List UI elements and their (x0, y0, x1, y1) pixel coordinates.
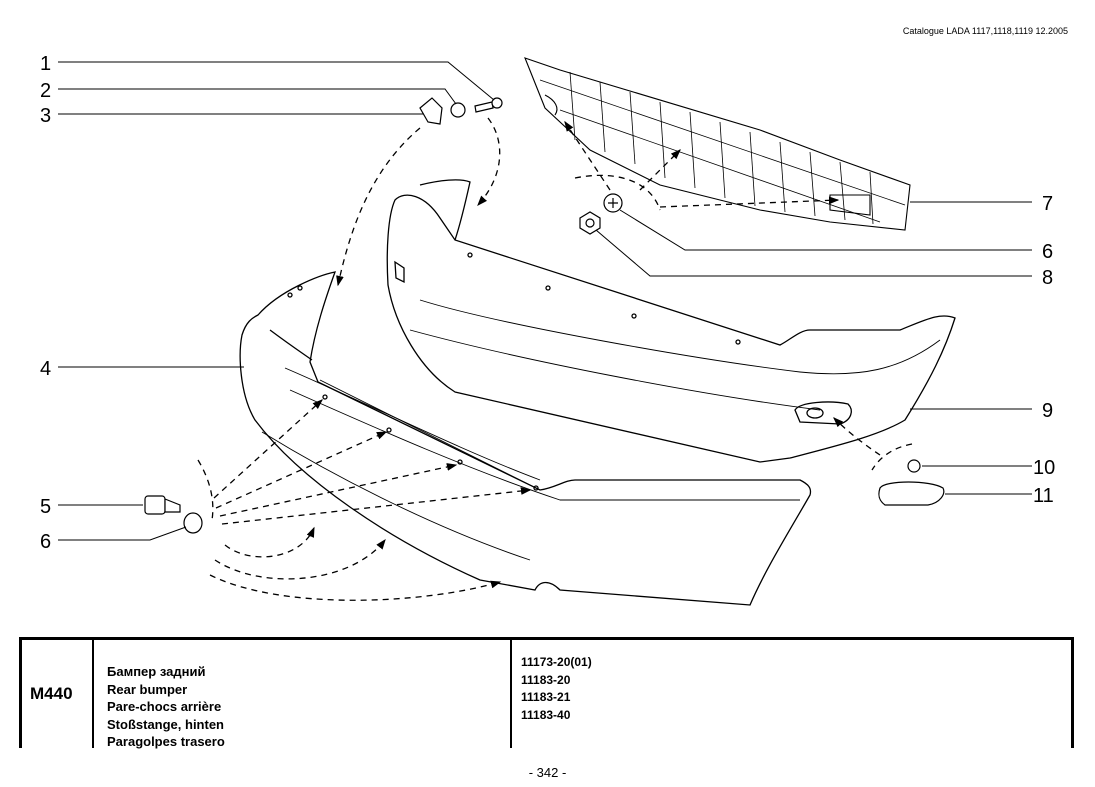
part-name-ru: Бампер задний (107, 664, 206, 679)
callout-10: 10 (1033, 457, 1055, 479)
callout-11: 11 (1033, 485, 1054, 507)
callout-6-bolt-washer: 6 (40, 531, 51, 553)
assembly-arrows (197, 117, 913, 601)
callout-2: 2 (40, 80, 51, 102)
rear-bumper-upper-drawing (386, 179, 956, 463)
callout-3: 3 (40, 105, 51, 127)
rear-bumper-lower-drawing (239, 271, 812, 606)
callout-8: 8 (1042, 267, 1053, 289)
page-number: - 342 - (528, 765, 567, 780)
part-name-en: Rear bumper (107, 681, 188, 697)
leader-lines (58, 61, 1032, 541)
bumper-absorber-drawing (524, 57, 911, 231)
illustration-code: M440 (30, 684, 73, 703)
part-names: Бампер задний Rear bumper Pare-chocs arr… (107, 663, 225, 751)
part-numbers: 11173-20(01) 11183-20 11183-21 11183-40 (521, 654, 592, 724)
callout-9: 9 (1042, 400, 1053, 422)
part-name-de: Stoßstange, hinten (107, 716, 224, 732)
callout-5: 5 (40, 496, 51, 518)
exploded-diagram: 1 2 3 4 5 6 7 6 8 9 10 11 (40, 53, 1055, 606)
part-name-fr: Pare-chocs arrière (107, 699, 222, 714)
callout-1: 1 (40, 53, 51, 75)
part-name-es: Paragolpes trasero (107, 734, 225, 749)
table-divider (510, 640, 512, 748)
parts-table: M440 Бампер задний Rear bumper Pare-choc… (19, 637, 1074, 751)
callout-6-absorber-washer: 6 (1042, 241, 1053, 263)
fastener-drawings (144, 97, 945, 534)
callout-4: 4 (40, 358, 51, 380)
part-number: 11183-40 (521, 707, 571, 722)
callout-7: 7 (1042, 193, 1053, 215)
part-number: 11183-20 (521, 672, 571, 687)
catalog-header: Catalogue LADA 1117,1118,1119 12.2005 (902, 26, 1068, 36)
table-divider (92, 640, 94, 748)
part-number: 11173-20(01) (521, 655, 592, 669)
part-number: 11183-21 (521, 690, 571, 704)
